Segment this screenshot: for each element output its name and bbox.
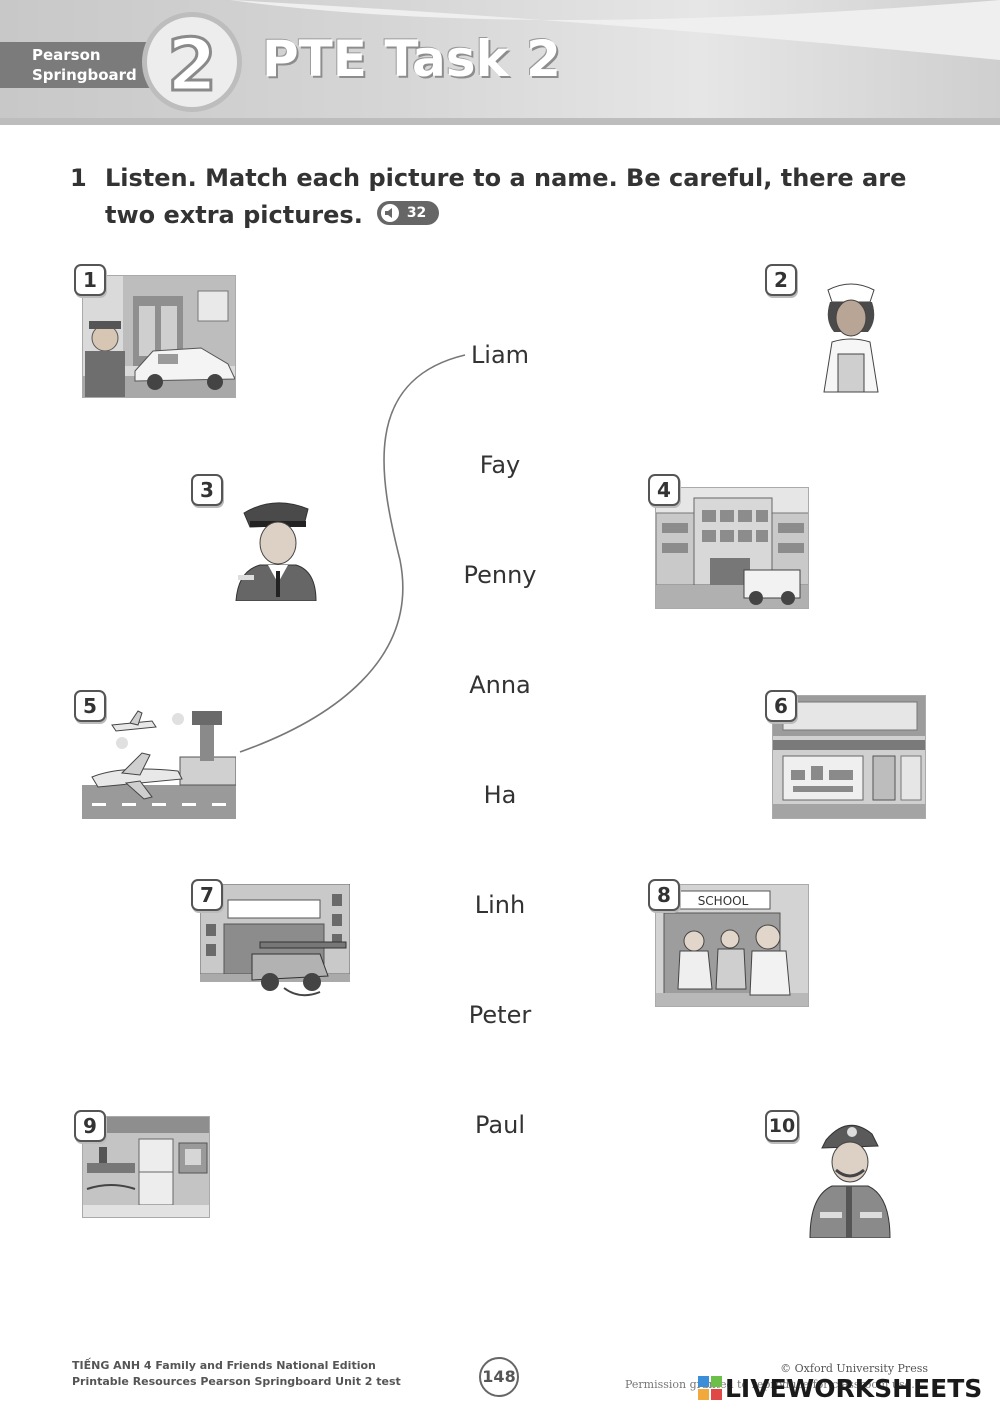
- brand-label: Pearson Springboard: [0, 42, 150, 88]
- picture-5[interactable]: [82, 707, 236, 819]
- picture-7[interactable]: [200, 884, 350, 1002]
- picture-4[interactable]: [655, 487, 809, 609]
- hospital-building-icon: [656, 488, 808, 608]
- bank-interior-icon: [83, 1117, 209, 1217]
- name-option[interactable]: Paul: [475, 1111, 525, 1139]
- brand-line1: Pearson: [32, 46, 101, 64]
- liveworksheets-logo-icon: [698, 1376, 722, 1400]
- footer-credits: TIẾNG ANH 4 Family and Friends National …: [72, 1358, 401, 1390]
- page-number: 148: [479, 1357, 519, 1397]
- brand-line2: Springboard: [32, 66, 137, 84]
- header-swoosh-decoration: [0, 0, 1000, 125]
- page-title: PTE Task 2: [262, 30, 561, 88]
- picture-6-number: 6: [765, 690, 797, 722]
- name-option[interactable]: Liam: [470, 341, 530, 369]
- school-sign-text: SCHOOL: [698, 894, 749, 908]
- police-officer-with-car-icon: [83, 276, 235, 397]
- picture-3[interactable]: [230, 497, 318, 601]
- name-option[interactable]: Peter: [468, 1001, 532, 1029]
- picture-2[interactable]: [818, 280, 884, 396]
- school-children-icon: SCHOOL: [656, 885, 808, 1006]
- picture-9-number: 9: [74, 1110, 106, 1142]
- picture-10[interactable]: [806, 1116, 892, 1238]
- firefighter-icon: [809, 1124, 891, 1238]
- picture-3-number: 3: [191, 474, 223, 506]
- watermark-text: LIVEWORKSHEETS: [725, 1374, 983, 1403]
- name-option[interactable]: Fay: [479, 451, 521, 479]
- picture-1-number: 1: [74, 264, 106, 296]
- unit-number: 2: [165, 22, 218, 109]
- picture-8-number: 8: [648, 879, 680, 911]
- speaker-icon: [380, 204, 399, 222]
- picture-8[interactable]: SCHOOL: [655, 884, 809, 1007]
- name-option[interactable]: Penny: [463, 561, 537, 589]
- audio-track-number: 32: [406, 205, 427, 221]
- picture-2-number: 2: [765, 264, 797, 296]
- pilot-icon: [235, 502, 317, 601]
- footer-line1: TIẾNG ANH 4 Family and Friends National …: [72, 1359, 376, 1372]
- permission-note: Permission granted to reproduce for clas…: [625, 1378, 915, 1391]
- unit-badge: 2: [142, 12, 242, 112]
- footer-line2: Printable Resources Pearson Springboard …: [72, 1375, 401, 1388]
- copyright: © Oxford University Press: [780, 1362, 928, 1375]
- picture-5-number: 5: [74, 690, 106, 722]
- instruction-text: Listen. Match each picture to a name. Be…: [105, 164, 907, 229]
- picture-6[interactable]: [772, 695, 926, 819]
- picture-4-number: 4: [648, 474, 680, 506]
- name-option[interactable]: Linh: [474, 891, 526, 919]
- instruction: 1 Listen. Match each picture to a name. …: [70, 160, 930, 234]
- picture-10-number: 10: [765, 1110, 799, 1142]
- fire-station-icon: [200, 884, 350, 997]
- name-option[interactable]: Ha: [483, 781, 517, 809]
- audio-track-button[interactable]: 32: [376, 201, 439, 225]
- picture-7-number: 7: [191, 879, 223, 911]
- nurse-icon: [823, 283, 879, 393]
- shop-front-icon: [773, 696, 925, 818]
- liveworksheets-watermark[interactable]: LIVEWORKSHEETS: [698, 1374, 982, 1403]
- picture-1[interactable]: [82, 275, 236, 398]
- name-option[interactable]: Anna: [469, 671, 531, 699]
- instruction-number: 1: [70, 164, 87, 192]
- page-header: Pearson Springboard 2 PTE Task 2: [0, 0, 1000, 125]
- airport-icon: [82, 707, 236, 819]
